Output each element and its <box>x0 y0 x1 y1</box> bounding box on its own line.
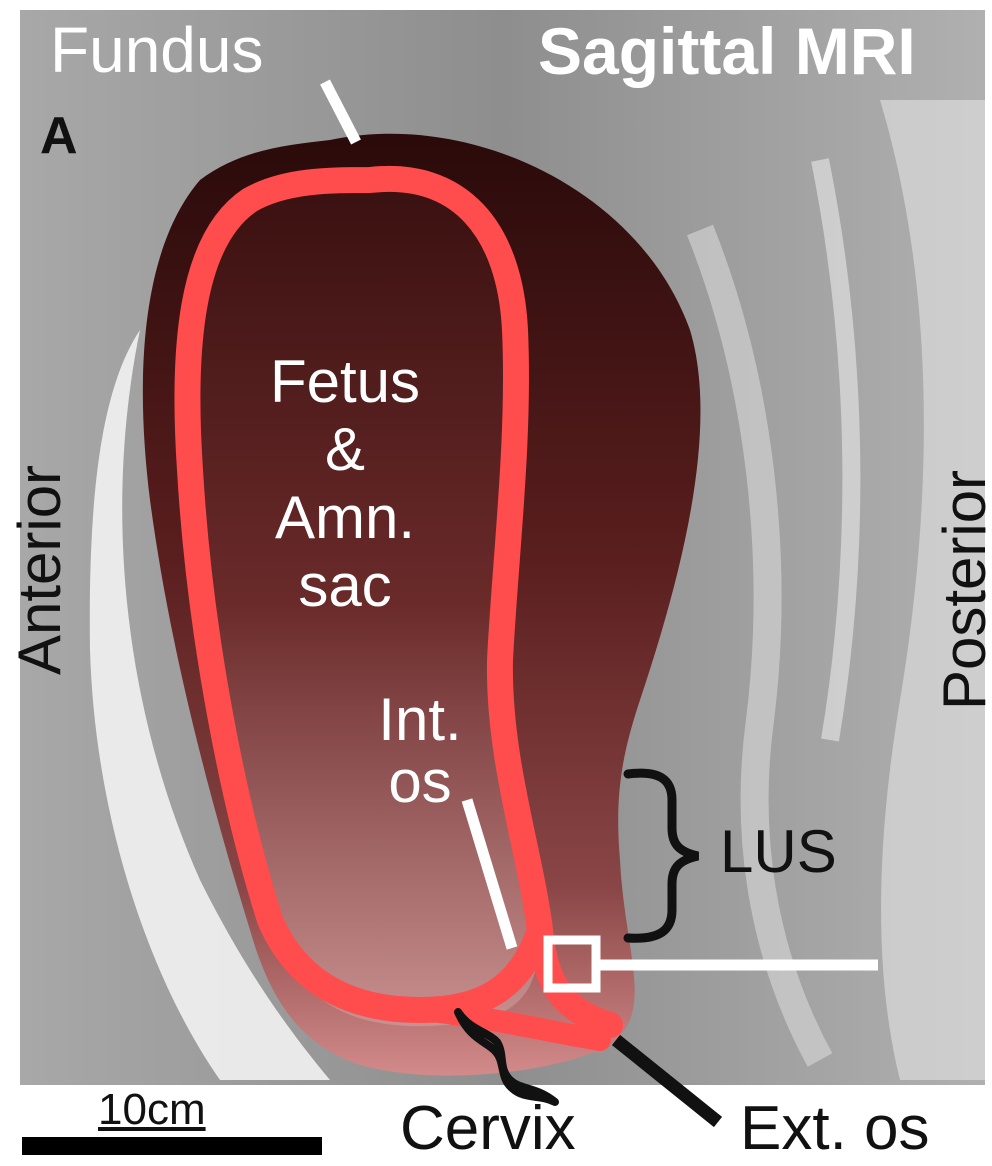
fundus-label: Fundus <box>50 18 263 82</box>
fetus-label-line2: & <box>245 420 445 480</box>
fetus-label-line4: sac <box>245 556 445 616</box>
fetus-label-line1: Fetus <box>245 352 445 412</box>
scale-bar-label: 10cm <box>98 1088 206 1132</box>
anterior-label: Anterior <box>10 420 70 720</box>
ext-os-label: Ext. os <box>740 1098 930 1160</box>
figure-title: Sagittal MRI <box>538 18 916 84</box>
panel-letter: A <box>40 110 78 162</box>
fetus-label-line3: Amn. <box>245 488 445 548</box>
scale-bar <box>22 1137 322 1155</box>
int-os-label-line2: os <box>350 752 490 812</box>
int-os-label-line1: Int. <box>350 690 490 750</box>
lus-label: LUS <box>720 822 837 882</box>
posterior-label: Posterior <box>935 440 992 740</box>
cervix-label: Cervix <box>400 1098 576 1160</box>
